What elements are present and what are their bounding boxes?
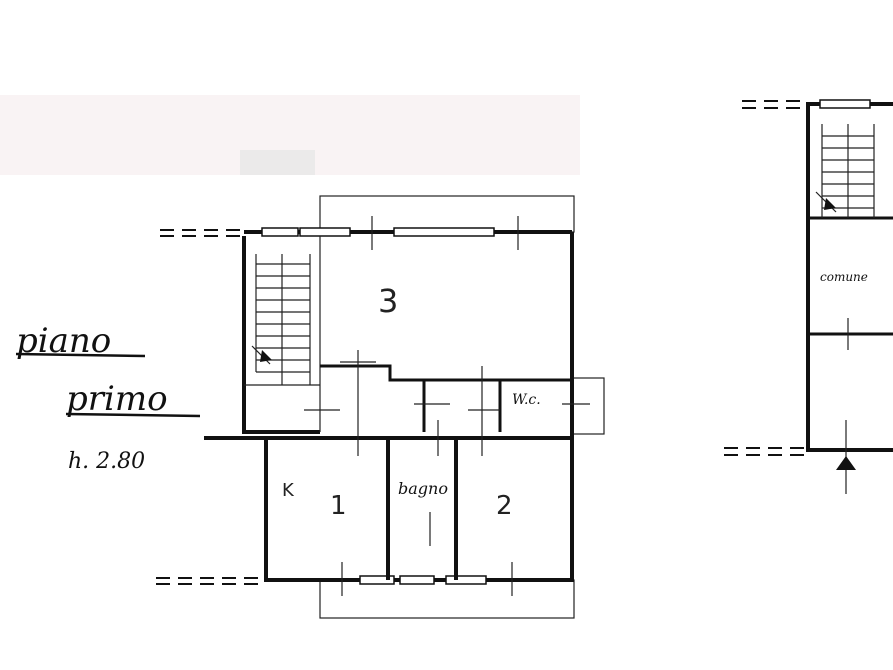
side-plan: comune xyxy=(724,99,893,494)
outer-wall xyxy=(242,236,320,434)
balcony-right xyxy=(571,377,605,435)
room-3-label: 3 xyxy=(378,282,398,320)
balcony-top xyxy=(319,195,575,233)
title-underline-2 xyxy=(65,412,201,418)
room-2-label: 2 xyxy=(496,491,513,521)
window-top-3 xyxy=(393,227,495,237)
wc-label: W.c. xyxy=(512,392,541,408)
balcony-bottom xyxy=(319,579,575,619)
title-underline-1 xyxy=(15,352,146,358)
window-bottom-1 xyxy=(359,575,395,585)
side-stair-arrow-icon xyxy=(824,198,836,210)
title-primo: primo xyxy=(66,379,168,419)
scan-smudge-dark xyxy=(240,150,315,175)
window-bottom-2 xyxy=(399,575,435,585)
common-label: comune xyxy=(820,270,868,284)
main-plan: 3 K 1 bagno 2 W.c. xyxy=(156,195,605,619)
side-staircase xyxy=(815,124,875,218)
corridor-wall xyxy=(320,364,572,382)
bathroom-label: bagno xyxy=(398,479,448,498)
title-block: piano primo h. 2.80 xyxy=(15,321,201,474)
axis-ticks xyxy=(304,216,590,596)
stair-arrow-icon xyxy=(260,350,272,362)
window-top-1 xyxy=(261,227,299,237)
room-1-label: 1 xyxy=(330,491,347,521)
window-top-2 xyxy=(299,227,351,237)
floor-height: h. 2.80 xyxy=(68,449,145,474)
kitchen-label: K xyxy=(282,480,295,501)
entrance-arrow-icon xyxy=(836,456,856,470)
window-bottom-3 xyxy=(445,575,487,585)
staircase xyxy=(244,236,321,432)
